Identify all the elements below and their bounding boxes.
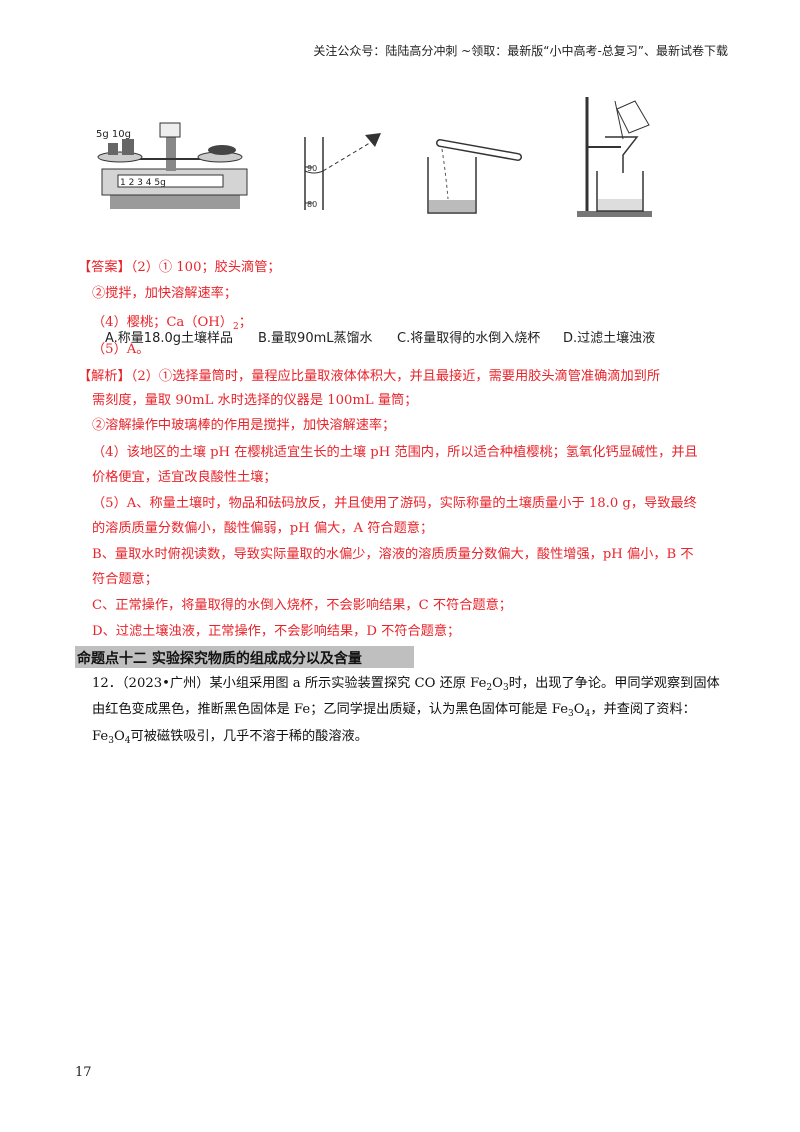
balance-scale-text: 1 2 3 4 5g [120, 178, 166, 188]
analysis-line-7: 的溶质质量分数偏小，酸性偏弱，pH 偏大，A 符合题意； [92, 521, 434, 536]
pouring-illustration [427, 139, 522, 214]
filtration-illustration [577, 97, 652, 217]
balance-illustration: 1 2 3 4 5g 5g 10g [96, 122, 248, 209]
fe2o3-sub-3: 3 [502, 683, 509, 693]
caption-c: C.将量取得的水倒入烧杯 [397, 331, 541, 346]
question-line-1: 12．（2023•广州）某小组采用图 a 所示实验装置探究 CO 还原 Fe2O… [92, 674, 720, 698]
answer-line-3: （4）樱桃；Ca（OH）2； [92, 313, 252, 337]
analysis-line-6: （5）A、称量土壤时，物品和砝码放反，并且使用了游码，实际称量的土壤质量小于 1… [92, 496, 697, 511]
question-line-1-a: 12．（2023•广州）某小组采用图 a 所示实验装置探究 CO 还原 Fe [92, 676, 487, 691]
tick-80: 80 [307, 200, 317, 209]
answer-ca-tail: ； [238, 315, 252, 330]
analysis-line-3: ②溶解操作中玻璃棒的作用是搅拌，加快溶解速率； [92, 418, 396, 433]
answer-line-2: ②搅拌，加快溶解速率； [92, 286, 238, 301]
figure-balance: 1 2 3 4 5g 5g 10g [90, 95, 255, 220]
fe2o3-o: O [492, 676, 503, 691]
question-line-2: 由红色变成黑色，推断黑色固体是 Fe；乙同学提出质疑，认为黑色固体可能是 Fe3… [92, 700, 696, 724]
figure-filtration [575, 95, 685, 220]
analysis-line-4: （4）该地区的土壤 pH 在樱桃适宜生长的土壤 pH 范围内，所以适合种植樱桃；… [92, 445, 698, 460]
question-line-2-a: 由红色变成黑色，推断黑色固体是 Fe；乙同学提出质疑，认为黑色固体可能是 Fe [92, 702, 569, 717]
fe3o4-o-b: O [113, 729, 125, 744]
weights-label: 5g 10g [96, 129, 131, 140]
answer-ca-subscript: 2 [232, 322, 239, 332]
section-title: 命题点十二 实验探究物质的组成成分以及含量 [77, 651, 362, 667]
analysis-line-11: D、过滤土壤浊液，正常操作，不会影响结果，D 不符合题意； [92, 624, 461, 639]
fe3o4-o: O [573, 702, 585, 717]
question-line-1-c: 时，出现了争论。甲同学观察到固体 [508, 676, 720, 691]
fe3o4-sub-3b: 3 [108, 736, 114, 746]
analysis-line-9: 符合题意； [92, 572, 158, 587]
analysis-line-8: B、量取水时俯视读数，导致实际量取的水偏少，溶液的溶质质量分数偏大，酸性增强，p… [92, 547, 694, 562]
answer-line-3-text: （4）樱桃；Ca（OH） [92, 315, 233, 330]
fe3o4-sub-4b: 4 [124, 736, 131, 746]
caption-d: D.过滤土壤浊液 [563, 331, 656, 346]
question-line-3: Fe3O4可被磁铁吸引，几乎不溶于稀的酸溶液。 [92, 727, 368, 751]
section-heading: 命题点十二 实验探究物质的组成成分以及含量 [75, 646, 414, 668]
fe3o4-sub-3: 3 [568, 709, 574, 719]
answer-line-4: （5）A。 [92, 342, 150, 357]
analysis-line-2: 需刻度，量取 90mL 水时选择的仪器是 100mL 量筒； [92, 393, 418, 408]
figure-cylinder: 90 80 [295, 95, 390, 220]
question-line-3-c: 可被磁铁吸引，几乎不溶于稀的酸溶液。 [130, 729, 368, 744]
analysis-line-5: 价格便宜，适宜改良酸性土壤； [92, 470, 277, 485]
page-header: 关注公众号：陆陆高分冲刺 ~领取：最新版“小中高考-总复习”、最新试卷下载 [313, 44, 728, 58]
analysis-line-1: 【解析】（2）①选择量筒时，量程应比量取液体体积大，并且最接近，需要用胶头滴管准… [78, 369, 661, 384]
answer-line-1: 【答案】（2）① 100；胶头滴管； [78, 260, 281, 275]
experiment-figures: 1 2 3 4 5g 5g 10g 90 80 [90, 95, 700, 346]
page-number: 17 [75, 1065, 92, 1080]
question-line-3-a: Fe [92, 729, 109, 744]
question-line-2-c: ，并查阅了资料： [590, 702, 696, 717]
cylinder-illustration: 90 80 [304, 133, 381, 210]
caption-a: A.称量18.0g土壤样品 [105, 331, 233, 346]
tick-90: 90 [307, 164, 317, 173]
figure-pouring [420, 95, 530, 220]
fe2o3-sub-2: 2 [486, 683, 493, 693]
analysis-line-10: C、正常操作，将量取得的水倒入烧杯，不会影响结果，C 不符合题意； [92, 598, 512, 613]
fe3o4-sub-4: 4 [584, 709, 591, 719]
caption-b: B.量取90mL蒸馏水 [258, 331, 373, 346]
